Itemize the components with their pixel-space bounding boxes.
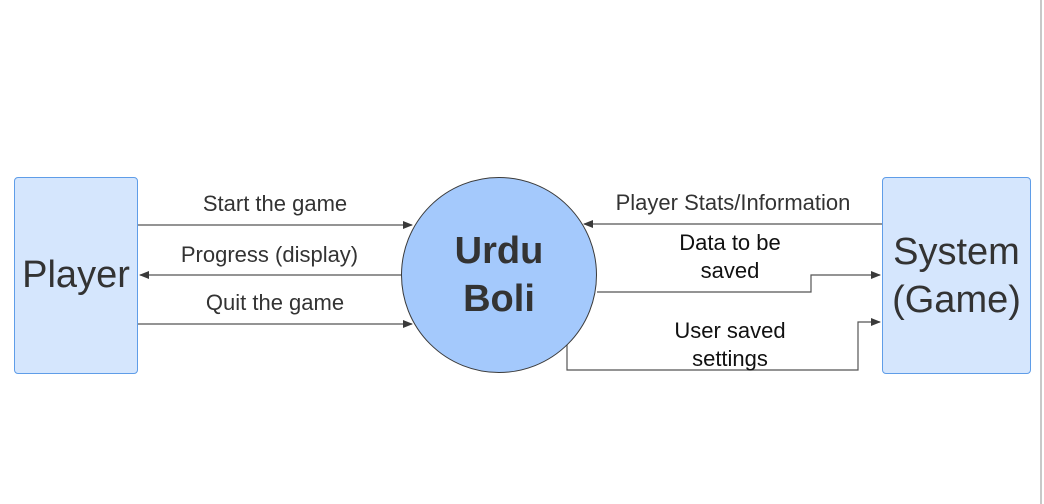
flow-data-saved-line2: saved — [700, 258, 760, 283]
flow-data-saved-label: Data to be saved — [652, 229, 808, 285]
flow-quit-game-label: Quit the game — [205, 290, 345, 315]
flow-user-settings-label: User saved settings — [652, 317, 808, 373]
process-label-line1: Urdu — [454, 230, 544, 272]
flow-start-game-label: Start the game — [202, 191, 348, 216]
flow-progress-label: Progress (display) — [180, 242, 359, 267]
flow-user-settings-line2: settings — [692, 346, 768, 371]
system-entity: System (Game) — [882, 177, 1031, 374]
process-label-line2: Boli — [463, 278, 535, 320]
canvas-edge-divider — [1040, 0, 1042, 504]
player-entity: Player — [14, 177, 138, 374]
flow-player-stats-label: Player Stats/Information — [615, 190, 851, 215]
player-label: Player — [22, 254, 130, 296]
flow-user-settings-line — [566, 318, 881, 371]
flow-data-saved-line1: Data to be — [679, 230, 781, 255]
system-label-line1: System — [893, 230, 1020, 273]
flow-user-settings-line1: User saved — [674, 318, 786, 343]
urdu-boli-process: Urdu Boli — [401, 177, 597, 373]
system-label-line2: (Game) — [892, 278, 1021, 321]
flow-data-saved-line — [597, 271, 881, 293]
